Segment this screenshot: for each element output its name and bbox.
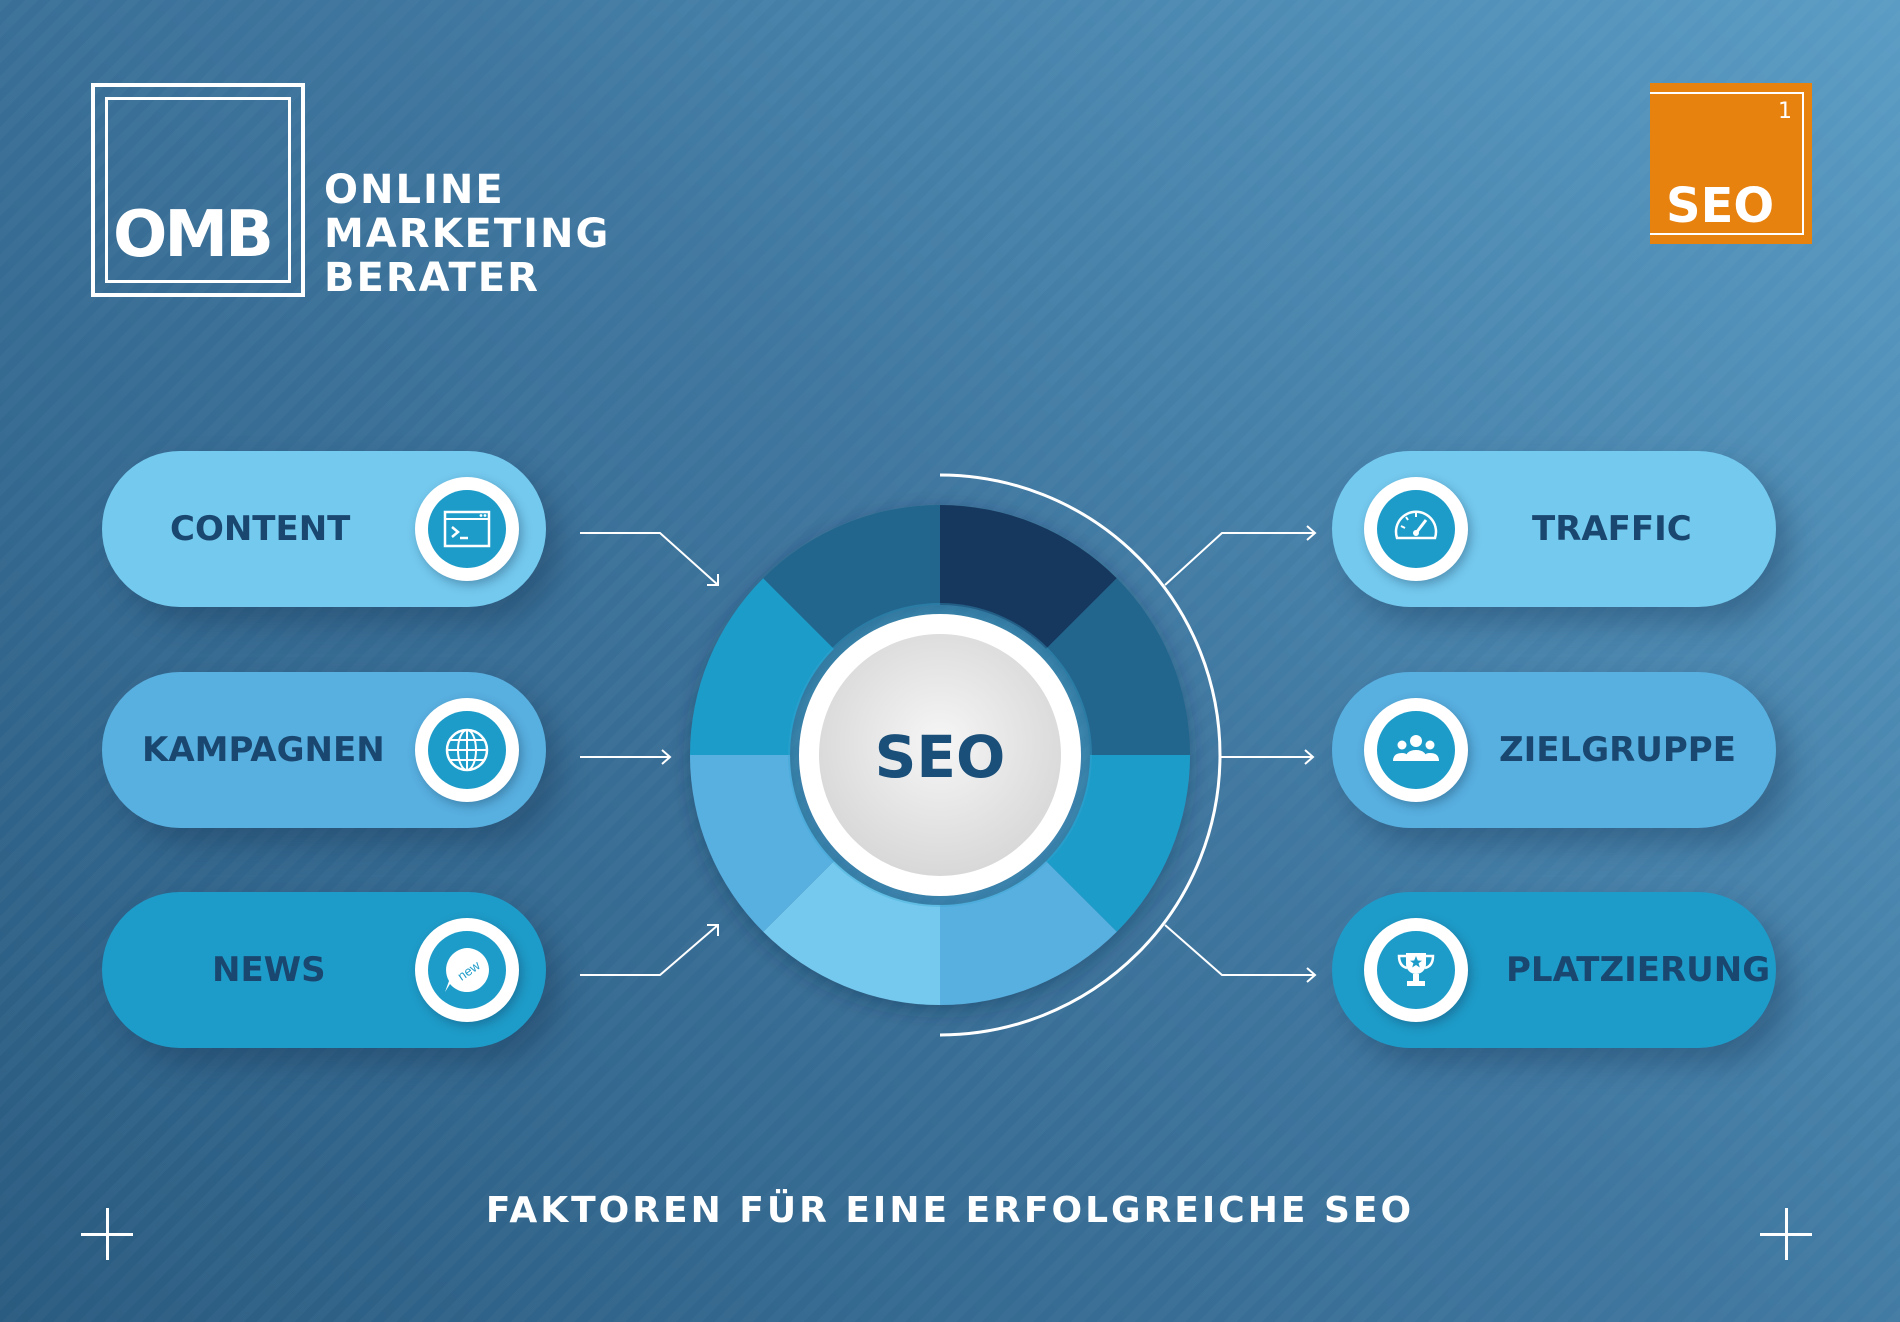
center-seo-label: SEO (874, 723, 1006, 791)
result-label-platzierung: PLATZIERUNG (1506, 950, 1771, 990)
arrowhead-news (707, 924, 719, 936)
ring-segment-2 (1046, 578, 1190, 755)
arrowhead-platzierung (1306, 967, 1317, 983)
connector-news (580, 924, 719, 976)
factor-label-kampagnen: KAMPAGNEN (142, 730, 385, 770)
corner-cross-left (81, 1208, 133, 1260)
ring-segment-4 (940, 861, 1117, 1005)
footer-title: FAKTOREN FÜR EINE ERFOLGREICHE SEO (485, 1190, 1415, 1231)
result-pill-zielgruppe: ZIELGRUPPE (1332, 672, 1776, 828)
arrowhead-traffic (1306, 525, 1317, 541)
logo-letters: OMB (113, 198, 274, 272)
factor-pill-content: CONTENT (102, 451, 546, 607)
arrowhead-content (707, 574, 719, 586)
result-pill-platzierung: PLATZIERUNG (1332, 892, 1776, 1048)
ring-segment-1 (940, 505, 1117, 649)
logo-line-1: ONLINE (324, 167, 505, 213)
terminal-window-icon (415, 477, 519, 581)
speedometer-icon (1364, 477, 1468, 581)
result-label-zielgruppe: ZIELGRUPPE (1499, 730, 1736, 770)
factor-label-content: CONTENT (170, 509, 351, 549)
ring-segment-3 (1046, 755, 1190, 932)
outer-arc (939, 473, 1222, 1037)
factor-label-news: NEWS (212, 950, 326, 990)
ring-segment-8 (763, 505, 940, 649)
seo-badge: 1 SEO (1650, 83, 1812, 244)
arrowhead-kampagnen (661, 749, 672, 765)
connector-traffic (1164, 532, 1315, 586)
group-of-people-icon (1364, 698, 1468, 802)
logo-wordmark: ONLINE MARKETING BERATER (324, 168, 610, 300)
connector-platzierung (1164, 924, 1315, 976)
ring-segment-7 (690, 578, 834, 755)
badge-number: 1 (1778, 99, 1792, 124)
ring-segment-6 (690, 755, 834, 932)
result-pill-traffic: TRAFFIC (1332, 451, 1776, 607)
logo-line-2: MARKETING (324, 211, 611, 257)
factor-pill-kampagnen: KAMPAGNEN (102, 672, 546, 828)
badge-label: SEO (1666, 178, 1775, 234)
globe-icon (415, 698, 519, 802)
hub-inner (819, 634, 1061, 876)
segment-ring (690, 505, 1190, 1005)
new-speech-bubble-icon: new (415, 918, 519, 1022)
omb-logo: OMB (91, 83, 305, 297)
logo-line-3: BERATER (324, 255, 540, 301)
factor-pill-news: NEWS new (102, 892, 546, 1048)
corner-cross-right (1760, 1208, 1812, 1260)
trophy-icon (1364, 918, 1468, 1022)
badge-frame (1650, 92, 1804, 235)
connector-content (580, 532, 719, 586)
logo-inner-frame (105, 97, 291, 283)
result-label-traffic: TRAFFIC (1532, 509, 1692, 549)
arrowhead-zielgruppe (1304, 749, 1315, 765)
ring-segment-5 (763, 861, 940, 1005)
